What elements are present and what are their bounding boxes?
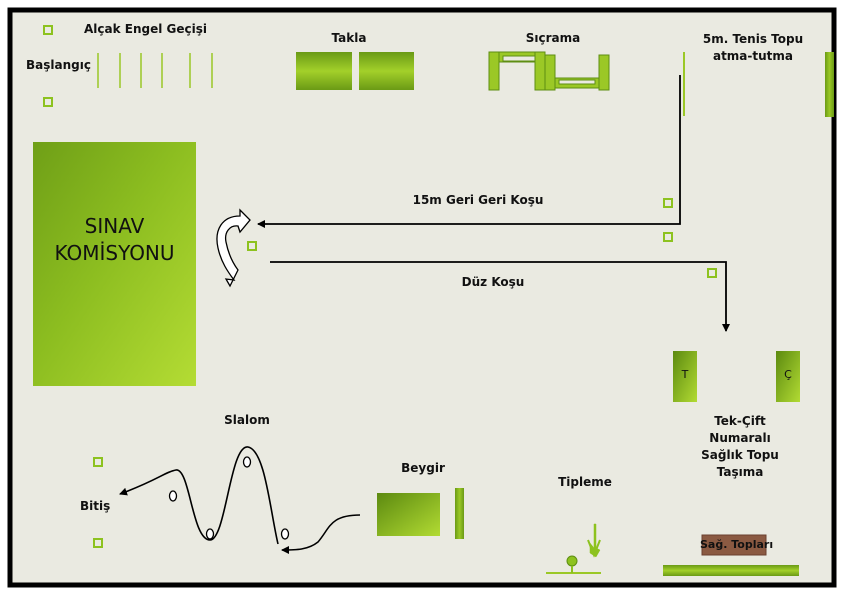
square-marker-icon xyxy=(43,97,53,107)
exam-committee-label: SINAV KOMİSYONU xyxy=(54,214,175,265)
start-label: Başlangıç xyxy=(26,58,91,72)
square-marker-icon xyxy=(247,241,257,251)
backward-run-label: 15m Geri Geri Koşu xyxy=(412,193,544,207)
cone-icon xyxy=(242,456,252,468)
finish-label: Bitiş xyxy=(80,499,111,513)
cone-icon xyxy=(205,528,215,540)
jump-apparatus xyxy=(488,51,610,91)
straight-run-label: Düz Koşu xyxy=(461,275,525,289)
square-marker-icon xyxy=(93,538,103,548)
tennis-ball-label: 5m. Tenis Topu atma-tutma xyxy=(702,32,804,63)
box-single xyxy=(673,351,697,402)
roll-mat-left xyxy=(296,52,352,90)
ball-box xyxy=(701,534,767,556)
kick-label: Tipleme xyxy=(558,475,612,489)
cone-icon xyxy=(280,528,290,540)
box-single-label: T xyxy=(681,368,689,381)
box-double xyxy=(776,351,800,402)
backward-run-path xyxy=(257,75,681,228)
slalom-label: Slalom xyxy=(224,413,270,427)
roll-mat-right xyxy=(359,52,414,90)
cone-icon xyxy=(168,490,178,502)
u-turn-arrow-icon xyxy=(216,208,251,288)
vault-label: Beygir xyxy=(401,461,445,475)
ball-box-label: Sağ. Topları xyxy=(700,538,774,551)
jump-label: Sıçrama xyxy=(525,31,581,45)
vault-board xyxy=(455,488,464,539)
course-markers xyxy=(43,25,717,548)
box-double-label: Ç xyxy=(784,368,792,381)
slalom-path xyxy=(119,446,279,545)
slalom-approach-path xyxy=(281,514,361,554)
square-marker-icon xyxy=(663,198,673,208)
medicine-ball-label: Tek-Çift Numaralı Sağlık Topu Taşıma xyxy=(701,414,779,479)
square-marker-icon xyxy=(43,25,53,35)
ball-on-stand-icon xyxy=(566,555,578,573)
medicine-ball-bar xyxy=(663,565,799,576)
straight-run-path xyxy=(270,261,730,332)
square-marker-icon xyxy=(707,268,717,278)
square-marker-icon xyxy=(93,457,103,467)
roll-label: Takla xyxy=(331,31,367,45)
tennis-ball-wall-target xyxy=(825,52,834,117)
low-hurdle-label: Alçak Engel Geçişi xyxy=(84,22,207,36)
low-hurdles xyxy=(97,53,213,88)
kick-arrow-icon xyxy=(587,523,601,558)
square-marker-icon xyxy=(663,232,673,242)
vault-box xyxy=(377,493,440,536)
slalom-cones xyxy=(168,456,290,540)
exam-committee-area xyxy=(33,142,196,386)
